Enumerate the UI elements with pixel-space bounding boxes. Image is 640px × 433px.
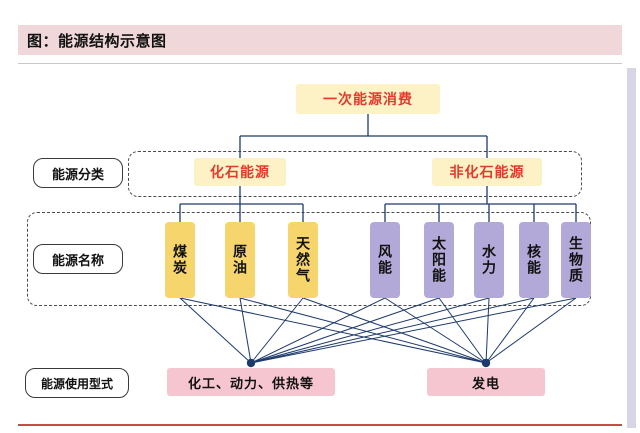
- figure-title: 图：能源结构示意图: [27, 32, 167, 50]
- bottom-accent-line: [18, 424, 622, 426]
- energy-box-wind: 风能: [370, 222, 400, 298]
- energy-box-crude-oil: 原油: [225, 222, 255, 298]
- usage-box-power: 发电: [427, 368, 545, 396]
- category-box-nonfossil: 非化石能源: [432, 158, 542, 186]
- primary-energy-box: 一次能源消费: [296, 84, 440, 114]
- figure-title-bar: 图：能源结构示意图: [18, 25, 622, 55]
- category-box-fossil: 化石能源: [194, 158, 286, 186]
- classification-dashed-frame: [128, 151, 582, 197]
- energy-box-biomass: 生物质: [561, 222, 591, 298]
- row-label-classification: 能源分类: [33, 158, 123, 188]
- row-label-usage: 能源使用型式: [25, 368, 129, 398]
- row-label-names: 能源名称: [33, 244, 123, 274]
- top-divider-line: [18, 63, 622, 64]
- energy-box-natural-gas: 天然气: [288, 222, 318, 298]
- energy-box-solar: 太阳能: [424, 222, 454, 298]
- energy-box-hydro: 水力: [474, 222, 504, 298]
- usage-box-chemical: 化工、动力、供热等: [167, 368, 335, 396]
- energy-box-nuclear: 核能: [519, 222, 549, 298]
- right-scrollbar-strip: [627, 68, 636, 428]
- energy-box-coal: 煤炭: [165, 222, 195, 298]
